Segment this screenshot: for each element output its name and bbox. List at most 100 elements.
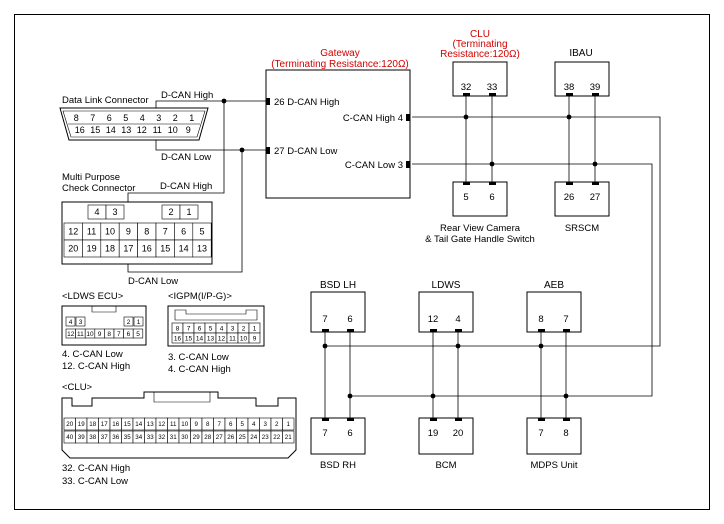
- junction-dot: [322, 343, 328, 349]
- connector-pin-cell: [179, 204, 199, 220]
- connector-pin-number: 8: [206, 421, 210, 428]
- ldws-title: LDWS: [432, 280, 461, 291]
- connector-pin-number: 18: [89, 421, 96, 428]
- connector-pin-number: 11: [77, 331, 84, 338]
- connector-pin-number: 2: [275, 421, 279, 428]
- connector-pin-number: 7: [117, 331, 121, 338]
- connector-pin-number: 19: [78, 421, 85, 428]
- aeb-pin: 8: [538, 314, 543, 325]
- igpm-note-1: 3. C-CAN Low: [168, 352, 229, 363]
- wire-ccan-high-bus: [325, 116, 661, 347]
- connector-pin-number: 4: [69, 319, 73, 326]
- gateway-pin-dcan-low: 27 D-CAN Low: [274, 146, 337, 157]
- connector-pin-number: 3: [231, 325, 235, 332]
- connector-pin-number: 23: [262, 434, 269, 441]
- connector-pin-number: 2: [173, 113, 178, 123]
- connector-pin-number: 16: [75, 125, 85, 135]
- connector-pin-number: 17: [123, 244, 133, 254]
- connector-pin-number: 15: [185, 335, 193, 342]
- connector-pin-number: 9: [186, 125, 191, 135]
- srscm-pin: 26: [564, 192, 575, 203]
- bcm-pin: 19: [428, 428, 439, 439]
- connector-pin-cell: [75, 316, 86, 327]
- pin-terminal: [566, 182, 573, 185]
- ldws-ecu-latch: [91, 306, 117, 313]
- pin-terminal: [322, 418, 329, 421]
- connector-pin-number: 12: [137, 125, 147, 135]
- gateway-pin-3-terminal: [406, 161, 410, 168]
- bcm-pin: 20: [453, 428, 464, 439]
- junction-dot: [430, 393, 436, 399]
- connector-pin-number: 17: [101, 421, 108, 428]
- aeb-module: AEB 8 7: [526, 280, 582, 333]
- connector-pin-number: 38: [89, 434, 96, 441]
- connector-pin-number: 13: [197, 244, 207, 254]
- gateway-module: Gateway (Terminating Resistance:120Ω) 26…: [265, 48, 411, 199]
- ldws-ecu-note-2: 12. C-CAN High: [62, 361, 130, 372]
- ldws-box: [418, 291, 474, 333]
- clu-conn-note-1: 32. C-CAN High: [62, 463, 130, 474]
- mpcc-wire-high: D-CAN High: [160, 181, 212, 192]
- connector-pin-number: 7: [218, 421, 222, 428]
- connector-pin-number: 14: [135, 421, 142, 428]
- connector-pin-cell: [282, 430, 295, 444]
- junction-dot: [592, 161, 598, 167]
- pin-terminal: [430, 418, 437, 421]
- connector-pin-number: 8: [176, 325, 180, 332]
- junction-dot: [239, 147, 245, 153]
- connector-pin-number: 37: [101, 434, 108, 441]
- connector-pin-number: 14: [106, 125, 116, 135]
- connector-pin-number: 10: [105, 227, 115, 237]
- connector-pin-number: 11: [170, 421, 177, 428]
- connector-pin-number: 9: [98, 331, 102, 338]
- connector-pin-cell: [248, 332, 261, 344]
- pin-terminal: [455, 329, 462, 332]
- bsd-rh-box: [310, 417, 366, 455]
- connector-pin-number: 21: [285, 434, 292, 441]
- connector-pin-number: 3: [264, 421, 268, 428]
- connector-pin-number: 29: [193, 434, 200, 441]
- gateway-box: [265, 69, 411, 199]
- junction-dot: [221, 98, 227, 104]
- ldws-pin: 12: [428, 314, 439, 325]
- connector-pin-number: 5: [136, 331, 140, 338]
- connector-pin-number: 3: [156, 113, 161, 123]
- gateway-pin-27-terminal: [266, 147, 270, 154]
- connector-pin-number: 6: [229, 421, 233, 428]
- clu-module: CLU (Terminating Resistance:120Ω) 32 33: [440, 29, 520, 97]
- connector-pin-number: 4: [140, 113, 145, 123]
- clu-conn-title: <CLU>: [62, 382, 93, 393]
- connector-pin-number: 10: [181, 421, 188, 428]
- connector-pin-cell: [65, 316, 76, 327]
- bcm-module: 19 20 BCM: [418, 417, 474, 471]
- clu-box: [452, 61, 508, 97]
- connector-pin-number: 1: [137, 319, 141, 326]
- connector-pin-number: 22: [273, 434, 280, 441]
- ldws-ecu-title: <LDWS ECU>: [62, 291, 124, 302]
- bsd-lh-module: BSD LH 7 6: [310, 280, 366, 333]
- connector-pin-number: 5: [199, 227, 204, 237]
- mpcc-wire-low: D-CAN Low: [128, 276, 178, 287]
- gateway-pin-dcan-high: 26 D-CAN High: [274, 97, 339, 108]
- connector-pin-number: 39: [78, 434, 85, 441]
- pin-terminal: [322, 329, 329, 332]
- wires: [127, 96, 661, 422]
- connector-pin-number: 15: [160, 244, 170, 254]
- rear-camera-label-2: & Tail Gate Handle Switch: [425, 234, 535, 245]
- connector-pin-number: 11: [153, 125, 162, 135]
- connector-pin-number: 8: [144, 227, 149, 237]
- bsd-rh-pin: 7: [322, 428, 327, 439]
- mdps-module: 7 8 MDPS Unit: [526, 417, 582, 471]
- connector-pin-number: 35: [124, 434, 131, 441]
- igpm-title: <IGPM(I/P-G)>: [168, 291, 232, 302]
- dlc-wire-high: D-CAN High: [161, 90, 213, 101]
- wire-dcan-low-mpcc: [127, 150, 243, 273]
- connector-pin-number: 19: [87, 244, 97, 254]
- srscm-module: 26 27 SRSCM: [554, 181, 610, 234]
- clu-pin: 32: [461, 82, 472, 93]
- pin-terminal: [489, 93, 496, 96]
